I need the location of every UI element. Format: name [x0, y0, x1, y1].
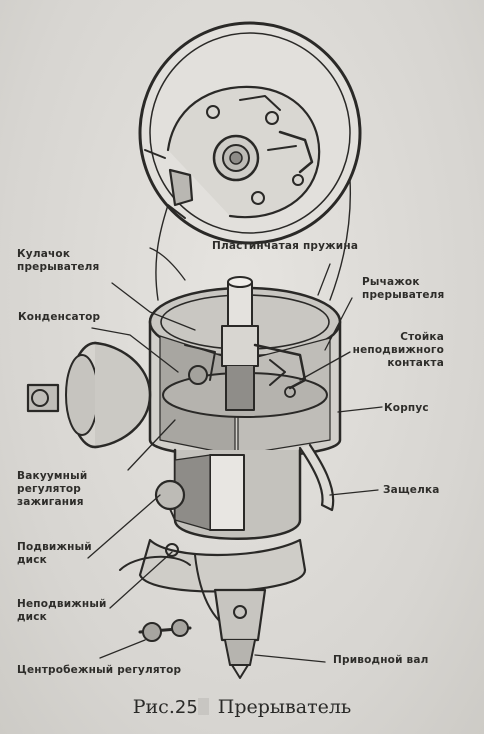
label-housing: Корпус	[384, 402, 429, 414]
print-blot	[197, 698, 209, 715]
leader-lines	[87, 247, 383, 663]
housing-body	[148, 276, 342, 540]
caption-title: Прерыватель	[217, 696, 352, 718]
label-drive-shaft: Приводной вал	[333, 654, 429, 666]
latch-shape	[298, 443, 335, 512]
flange	[119, 538, 307, 636]
label-leaf-spring: Пластинчатая пружина	[212, 240, 359, 252]
label-centrifugal-regulator: Центробежный регулятор	[17, 664, 182, 676]
figure-caption: Рис.25 Прерыватель	[0, 696, 484, 718]
drive-shaft-shape	[213, 588, 267, 679]
vacuum-regulator-shape	[26, 341, 152, 449]
centrifugal-regulator-shape	[138, 479, 192, 642]
label-fixed-contact-post: Стойка неподвижного контакта	[352, 331, 444, 369]
magnified-inset	[138, 21, 362, 245]
label-vacuum-regulator: Вакуумный регулятор зажигания	[17, 470, 88, 508]
caption-prefix: Рис.	[132, 696, 175, 718]
caption-number: 25	[174, 697, 198, 718]
label-latch: Защелка	[383, 484, 440, 496]
label-capacitor: Конденсатор	[18, 311, 101, 323]
